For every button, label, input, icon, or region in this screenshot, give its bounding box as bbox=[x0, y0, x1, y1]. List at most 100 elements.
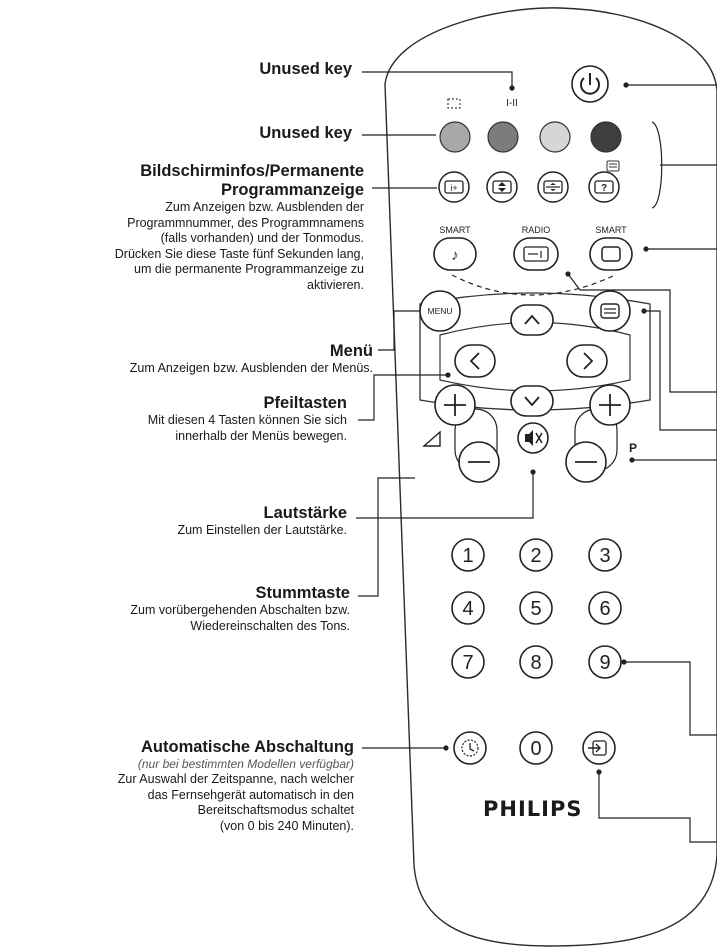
label-menu: Menü Zum Anzeigen bzw. Ausblenden der Me… bbox=[129, 342, 373, 375]
digit-label: 9 bbox=[599, 652, 610, 674]
music-note-icon: ♪ bbox=[451, 247, 459, 264]
color-key-1[interactable] bbox=[439, 121, 471, 153]
teletext-button[interactable] bbox=[589, 290, 631, 332]
chevron-down-icon bbox=[524, 396, 540, 407]
callout-mute bbox=[358, 472, 534, 597]
info-icon bbox=[444, 180, 464, 194]
label-unused-key-1: Unused key bbox=[259, 60, 352, 78]
callout-volume bbox=[356, 477, 415, 519]
color-key-3[interactable] bbox=[539, 121, 571, 153]
digit-label: 8 bbox=[530, 652, 541, 674]
callout-dot bbox=[623, 82, 629, 88]
callout-arrows bbox=[358, 374, 448, 421]
sleep-timer-button[interactable] bbox=[453, 731, 487, 765]
menu-button-label: MENU bbox=[427, 306, 452, 316]
callout-dot bbox=[509, 85, 515, 91]
mute-icon bbox=[525, 430, 543, 446]
format-up-button[interactable] bbox=[486, 171, 518, 203]
arrow-right-button[interactable] bbox=[566, 344, 608, 378]
label-mute: Stummtaste Zum vorübergehenden Abschalte… bbox=[130, 584, 350, 633]
smart-sound-button[interactable]: ♪ bbox=[433, 237, 477, 271]
volume-up-button[interactable] bbox=[434, 384, 476, 426]
label-arrows: Pfeiltasten Mit diesen 4 Tasten können S… bbox=[147, 394, 347, 443]
volume-ramp-icon bbox=[422, 430, 441, 447]
digit-5-button[interactable]: 5 bbox=[519, 591, 553, 625]
callout-dot bbox=[530, 469, 536, 475]
power-icon bbox=[580, 73, 600, 95]
menu-button[interactable]: MENU bbox=[419, 290, 461, 332]
smart-picture-label: SMART bbox=[595, 225, 627, 235]
nav-outline bbox=[419, 292, 651, 411]
info-icon-glyph: i+ bbox=[450, 183, 457, 193]
program-up-button[interactable] bbox=[589, 384, 631, 426]
chevron-up-icon bbox=[524, 314, 540, 325]
help-icon bbox=[594, 180, 614, 194]
digit-8-button[interactable]: 8 bbox=[519, 645, 553, 679]
format-down-button[interactable] bbox=[537, 171, 569, 203]
av-input-button[interactable] bbox=[582, 731, 616, 765]
chevron-left-icon bbox=[469, 352, 480, 370]
screen-icon bbox=[601, 246, 621, 262]
info-title-1: Bildschirminfos/Permanente bbox=[140, 162, 364, 180]
brand-logo-text: PHILIPS bbox=[483, 797, 583, 821]
digit-label: 6 bbox=[599, 598, 610, 620]
program-down-button[interactable] bbox=[565, 441, 607, 483]
label-unused-key-2: Unused key bbox=[259, 124, 352, 142]
teletext-small-icon bbox=[606, 160, 620, 172]
digit-label: 3 bbox=[599, 545, 610, 567]
digit-label: 5 bbox=[530, 598, 541, 620]
power-button[interactable] bbox=[571, 65, 609, 103]
digit-label: 1 bbox=[462, 545, 473, 567]
color-key-4[interactable] bbox=[590, 121, 622, 153]
callout-dot bbox=[443, 745, 449, 751]
mute-button[interactable] bbox=[517, 422, 549, 454]
callout-dot bbox=[596, 769, 602, 775]
callout-dot bbox=[629, 457, 635, 463]
program-label: P bbox=[629, 441, 637, 455]
info-button[interactable]: i+ bbox=[438, 171, 470, 203]
screen-format-icon bbox=[447, 98, 461, 109]
dual-sound-label: I-II bbox=[506, 98, 518, 109]
plus-icon bbox=[444, 394, 466, 416]
label-sleep-timer: Automatische Abschaltung (nur bei bestim… bbox=[117, 738, 354, 833]
plus-icon bbox=[599, 394, 621, 416]
arrow-down-button[interactable] bbox=[510, 385, 554, 417]
digit-label: 2 bbox=[530, 545, 541, 567]
sleep-timer-icon bbox=[461, 739, 479, 757]
digit-3-button[interactable]: 3 bbox=[588, 538, 622, 572]
digit-6-button[interactable]: 6 bbox=[588, 591, 622, 625]
digit-2-button[interactable]: 2 bbox=[519, 538, 553, 572]
callout-dot bbox=[643, 246, 649, 252]
digit-9-button[interactable]: 9 bbox=[588, 645, 622, 679]
callout-menu bbox=[378, 310, 420, 351]
callout-colorkeys bbox=[651, 121, 717, 209]
smart-sound-label: SMART bbox=[439, 225, 471, 235]
digit-label: 4 bbox=[462, 598, 473, 620]
digit-4-button[interactable]: 4 bbox=[451, 591, 485, 625]
radio-button[interactable] bbox=[513, 237, 559, 271]
digit-1-button[interactable]: 1 bbox=[451, 538, 485, 572]
format-up-icon bbox=[492, 180, 512, 194]
input-icon bbox=[588, 740, 607, 756]
radio-icon bbox=[523, 246, 549, 262]
callout-dot bbox=[565, 271, 571, 277]
digit-label: 7 bbox=[462, 652, 473, 674]
help-button[interactable]: ? bbox=[588, 171, 620, 203]
arrow-left-button[interactable] bbox=[454, 344, 496, 378]
callout-digits bbox=[624, 661, 717, 736]
info-title-2: Programmanzeige bbox=[220, 181, 364, 199]
volume-down-button[interactable] bbox=[458, 441, 500, 483]
radio-label: RADIO bbox=[522, 225, 551, 235]
teletext-icon bbox=[600, 303, 620, 319]
label-info: Bildschirminfos/Permanente Programmanzei… bbox=[18, 162, 364, 294]
arrow-up-button[interactable] bbox=[510, 304, 554, 336]
callout-av bbox=[598, 772, 717, 843]
nav-inner-outline bbox=[439, 321, 631, 392]
color-key-2[interactable] bbox=[487, 121, 519, 153]
smart-picture-button[interactable] bbox=[589, 237, 633, 271]
chevron-right-icon bbox=[583, 352, 594, 370]
digit-label: 0 bbox=[530, 738, 541, 760]
digit-0-button[interactable]: 0 bbox=[519, 731, 553, 765]
digit-7-button[interactable]: 7 bbox=[451, 645, 485, 679]
